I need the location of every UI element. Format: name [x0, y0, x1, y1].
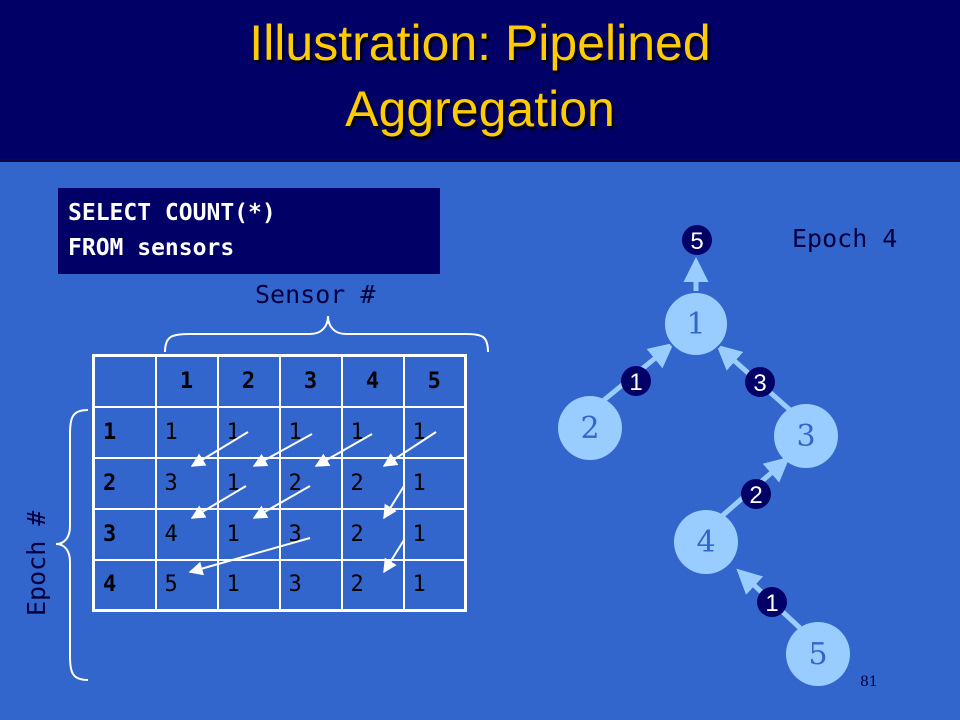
table-row: 4 5 1 3 2 1	[92, 558, 467, 612]
column-header: 4	[340, 354, 405, 408]
column-header: 3	[278, 354, 343, 408]
table-cell: 1	[402, 507, 467, 561]
pipeline-arrow	[252, 485, 311, 519]
count-badge-2-to-1: 1	[621, 366, 651, 396]
row-header: 2	[92, 456, 157, 510]
row-header: 3	[92, 507, 157, 561]
pipeline-arrow	[252, 433, 313, 467]
pipeline-arrow	[190, 485, 247, 519]
table-cell: 1	[154, 405, 219, 459]
table-cell: 3	[278, 507, 343, 561]
root-output-value: 5	[690, 228, 703, 255]
sensor-axis-label: Sensor #	[255, 280, 376, 309]
row-header: 4	[92, 558, 157, 612]
corner-cell	[92, 354, 157, 408]
slide-title-line-2: Aggregation	[345, 81, 615, 137]
count-value: 1	[629, 369, 642, 396]
table-cell: 1	[216, 456, 281, 510]
pipeline-arrow	[382, 431, 437, 467]
row-header: 1	[92, 405, 157, 459]
sql-query-box: SELECT COUNT(*) FROM sensors	[58, 188, 440, 274]
slide-title-line-1: Illustration: Pipelined	[249, 15, 711, 71]
count-value: 3	[753, 370, 766, 397]
table-cell: 3	[154, 456, 219, 510]
slide-title: Illustration: Pipelined Aggregation	[0, 10, 960, 142]
node-label-4: 4	[696, 525, 715, 560]
table-cell: 1	[216, 507, 281, 561]
table-header-row: 1 2 3 4 5	[92, 354, 467, 408]
sql-from-line: FROM sensors	[68, 235, 235, 261]
epoch-brace	[55, 409, 89, 681]
tree-node-2: 2	[558, 396, 622, 460]
pipeline-arrow	[188, 537, 311, 576]
node-label-2: 2	[580, 411, 599, 446]
root-output-badge: 5	[682, 225, 712, 255]
pipeline-arrows	[188, 431, 437, 576]
node-label-1: 1	[686, 307, 705, 342]
table-cell: 1	[278, 405, 343, 459]
table-cell: 1	[402, 558, 467, 612]
pipeline-arrow	[383, 485, 405, 520]
tree-node-1: 1	[663, 291, 729, 357]
table-cell: 1	[216, 558, 281, 612]
page-number: 81	[860, 674, 878, 690]
pipeline-arrow	[190, 431, 249, 467]
table-cell: 3	[278, 558, 343, 612]
table-cell: 1	[402, 456, 467, 510]
pipeline-arrow	[383, 539, 405, 574]
sql-select-line: SELECT COUNT(*)	[68, 200, 276, 226]
epoch-sensor-table: 1 2 3 4 5 1 1 1 1 1 1 2 3 1 2 2 1 3 4 1 …	[92, 354, 467, 612]
column-header: 2	[216, 354, 281, 408]
sensor-brace	[164, 315, 489, 353]
tree-node-3: 3	[774, 404, 838, 468]
table-cell: 2	[278, 456, 343, 510]
count-badge-5-to-4: 1	[757, 587, 787, 617]
table-row: 2 3 1 2 2 1	[92, 456, 467, 510]
tree-node-4: 4	[674, 510, 738, 574]
tree-node-5: 5	[786, 622, 850, 686]
column-header: 5	[402, 354, 467, 408]
node-label-5: 5	[808, 637, 827, 672]
count-value: 2	[749, 482, 762, 509]
table-cell: 1	[340, 405, 405, 459]
column-header: 1	[154, 354, 219, 408]
count-value: 1	[765, 590, 778, 617]
epoch-indicator: Epoch 4	[792, 224, 898, 253]
table-cell: 4	[154, 507, 219, 561]
table-row: 1 1 1 1 1 1	[92, 405, 467, 459]
count-badge-4-to-3: 2	[741, 479, 771, 509]
table-cell: 1	[216, 405, 281, 459]
node-label-3: 3	[796, 419, 815, 454]
title-bar	[0, 0, 960, 162]
pipeline-arrow	[314, 433, 373, 467]
count-badge-3-to-1: 3	[745, 367, 775, 397]
table-row: 3 4 1 3 2 1	[92, 507, 467, 561]
